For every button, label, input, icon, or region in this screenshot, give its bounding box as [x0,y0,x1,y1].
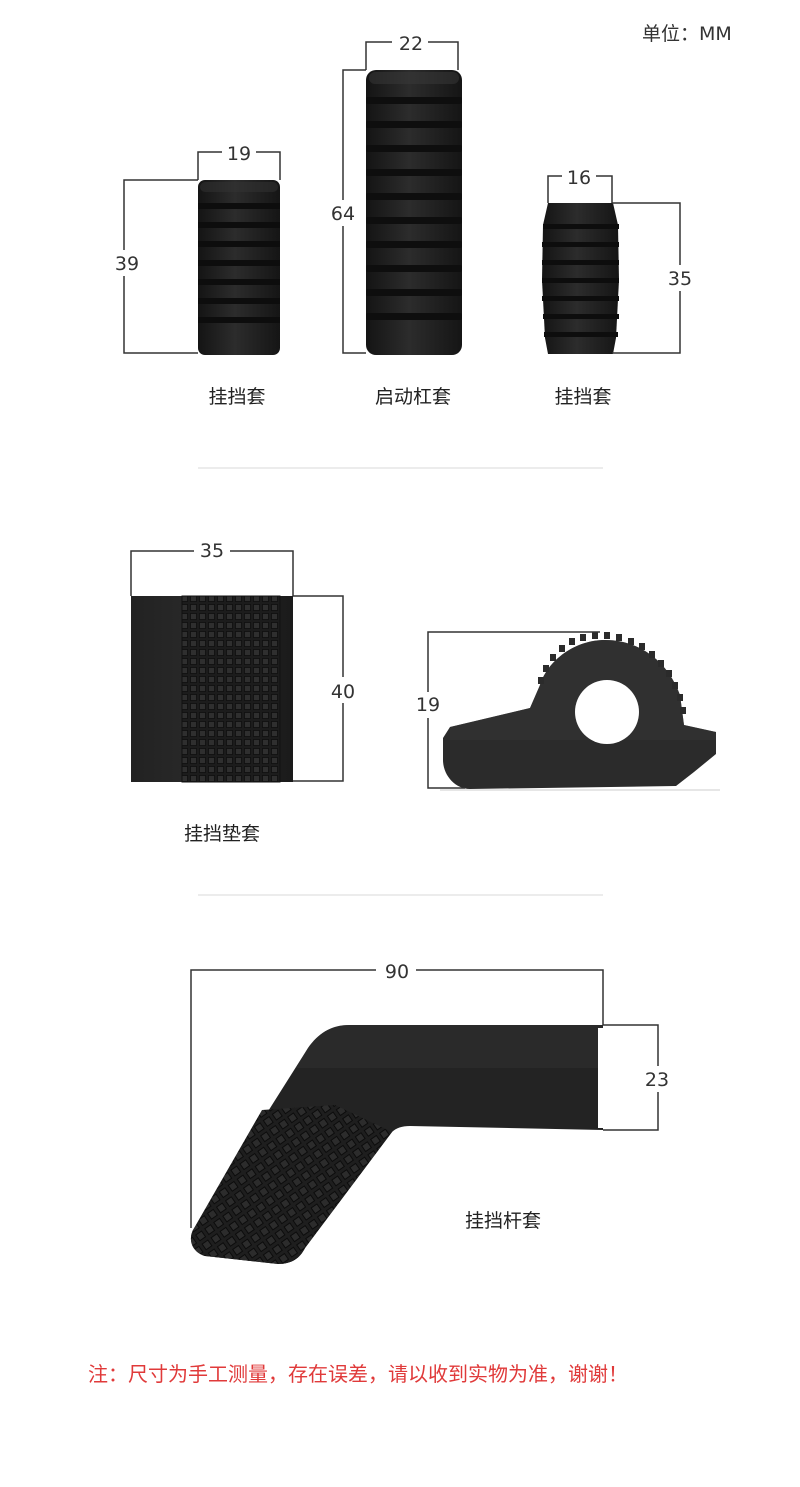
shift-pad-dimensions [130,539,362,782]
shift-lever-cover-label: 挂挡杆套 [465,1210,541,1232]
shift-pad-height: 40 [331,681,355,703]
shift-pad-drawing [131,595,293,783]
shift-pad-side-drawing [440,632,720,791]
kick-sleeve-height: 64 [331,203,355,225]
kick-sleeve-width: 22 [399,33,423,55]
shift-lever-cover-height: 23 [645,1069,669,1091]
kick-sleeve-drawing [366,70,462,355]
shift-sleeve-barrel-width: 16 [567,167,591,189]
shift-sleeve-small-label: 挂挡套 [208,386,265,408]
shift-lever-cover-dimensions [190,958,676,1228]
shift-sleeve-barrel-dimensions [547,164,698,354]
shift-sleeve-barrel-label: 挂挡套 [554,386,611,408]
shift-lever-cover-width: 90 [385,961,409,983]
shift-pad-width: 35 [200,540,224,562]
shift-pad-side-height: 19 [416,694,440,716]
shift-sleeve-small-height: 39 [115,253,139,275]
kick-sleeve-dimensions [326,30,459,354]
shift-pad-side-dimensions [410,631,600,789]
shift-sleeve-barrel-height: 35 [668,268,692,290]
shift-sleeve-small-width: 19 [227,143,251,165]
shift-sleeve-barrel-drawing [542,203,619,354]
measurement-note: 注：尺寸为手工测量，存在误差，请以收到实物为准，谢谢！ [88,1362,628,1386]
shift-pad-label: 挂挡垫套 [184,823,260,845]
shift-sleeve-small-drawing [198,180,280,355]
shift-lever-cover-drawing [190,1025,608,1264]
shift-sleeve-small-dimensions [108,140,281,354]
kick-sleeve-label: 启动杠套 [375,386,451,408]
unit-label: 单位：MM [642,23,732,45]
